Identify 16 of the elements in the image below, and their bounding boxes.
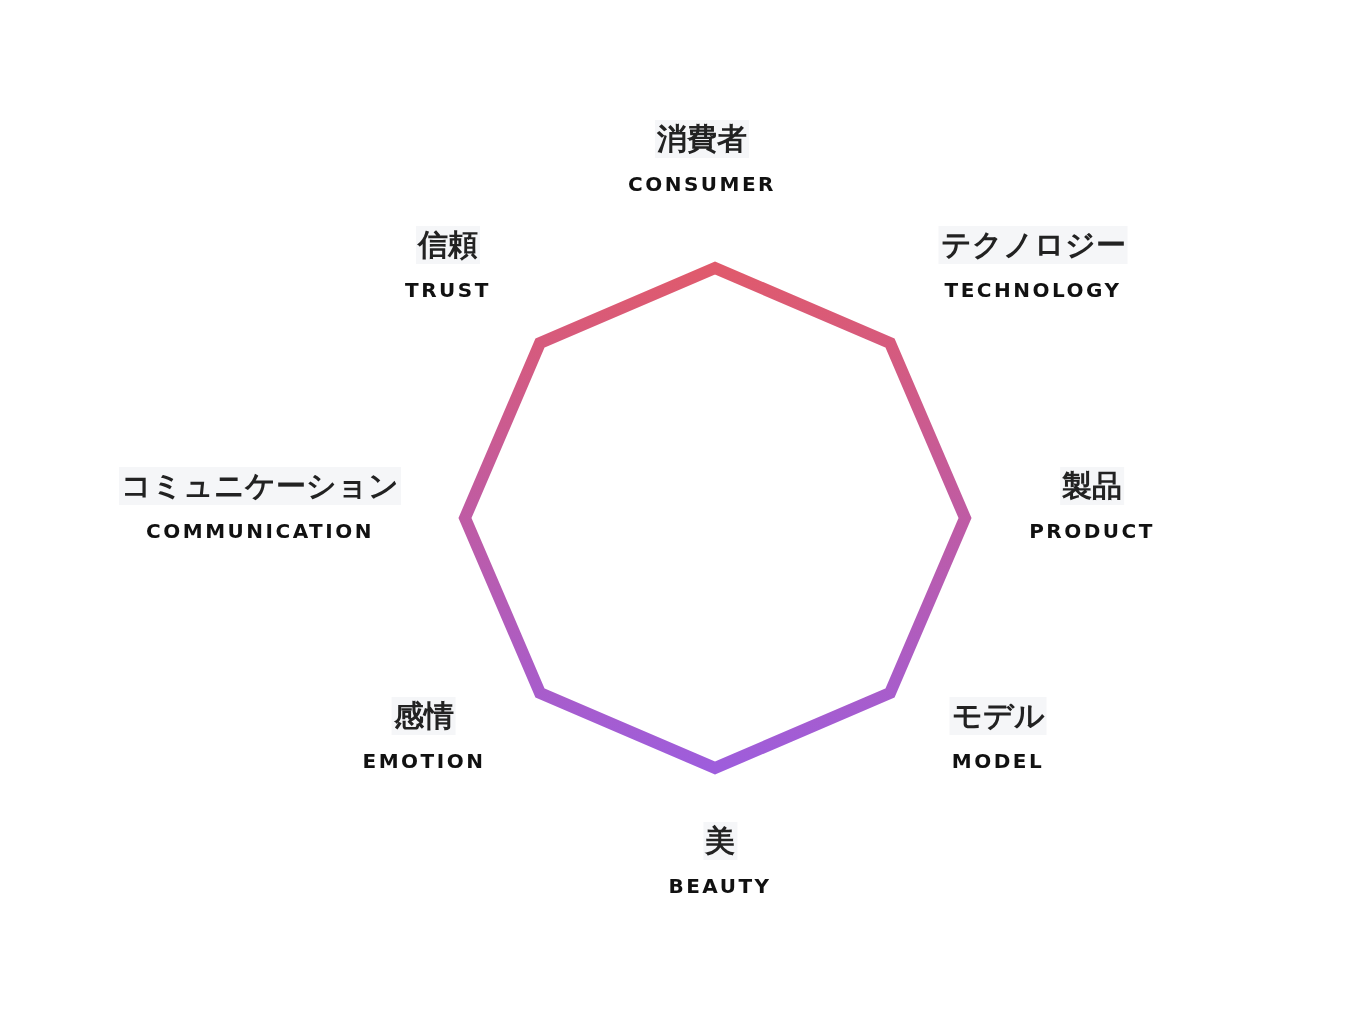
category-label: 信頼 [416, 226, 480, 264]
category-caption: BEAUTY [668, 874, 772, 898]
category-label: コミュニケーション [119, 467, 401, 505]
category-caption: EMOTION [362, 749, 486, 773]
category-caption: CONSUMER [628, 172, 776, 196]
category-label: 美 [703, 822, 737, 860]
category-label: 感情 [392, 697, 456, 735]
category-caption: TRUST [405, 278, 491, 302]
category-label: 消費者 [655, 120, 749, 158]
category-label: テクノロジー [938, 226, 1128, 264]
category-caption: MODEL [951, 749, 1045, 773]
category-caption: COMMUNICATION [146, 519, 374, 543]
category-label: モデル [949, 697, 1047, 735]
category-caption: PRODUCT [1029, 519, 1155, 543]
category-label: 製品 [1060, 467, 1124, 505]
category-caption: TECHNOLOGY [944, 278, 1122, 302]
